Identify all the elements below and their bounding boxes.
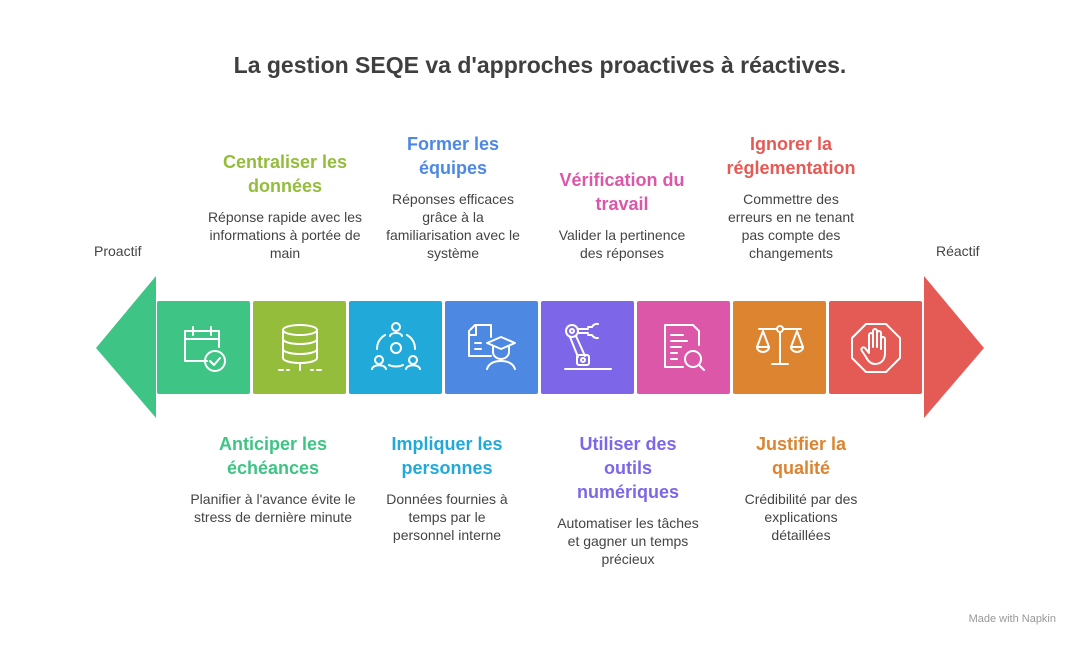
step-7: Justifier la qualité Crédibilité par des… — [716, 432, 886, 544]
step-box-5 — [541, 301, 634, 394]
step-description: Crédibilité par des explications détaill… — [744, 491, 858, 543]
step-3: Impliquer les personnes Données fournies… — [362, 432, 532, 544]
step-4: Former les équipes Réponses efficaces gr… — [368, 132, 538, 262]
step-box-6 — [637, 301, 730, 394]
step-title: Anticiper les échéances — [218, 434, 328, 478]
database-icon — [277, 323, 322, 371]
robot-arm-icon — [563, 322, 612, 370]
step-title: Vérification du travail — [559, 170, 685, 214]
reactive-label: Réactif — [936, 243, 980, 259]
step-title: Former les équipes — [406, 134, 500, 178]
step-box-7 — [733, 301, 826, 394]
step-description: Données fournies à temps par le personne… — [386, 491, 508, 543]
step-5: Utiliser des outils numériques Automatis… — [543, 432, 713, 568]
proactive-label: Proactif — [94, 243, 142, 259]
page-title: La gestion SEQE va d'approches proactive… — [233, 52, 847, 78]
step-description: Commettre des erreurs en ne tenant pas c… — [727, 191, 855, 261]
step-box-1 — [157, 301, 250, 394]
left-arrowhead — [96, 276, 156, 418]
right-arrowhead — [924, 276, 984, 418]
step-6: Vérification du travail Valider la perti… — [537, 168, 707, 262]
step-title: Justifier la qualité — [755, 434, 847, 478]
step-description: Réponses efficaces grâce à la familiaris… — [386, 191, 520, 261]
step-title: Ignorer la réglementation — [726, 134, 856, 178]
calendar-check-icon — [183, 325, 226, 372]
step-title: Utiliser des outils numériques — [576, 434, 680, 502]
step-description: Réponse rapide avec les informations à p… — [207, 209, 363, 261]
step-description: Automatiser les tâches et gagner un temp… — [557, 515, 699, 567]
step-description: Valider la pertinence des réponses — [558, 227, 686, 261]
step-1: Anticiper les échéances Planifier à l'av… — [188, 432, 358, 526]
step-box-4 — [445, 301, 538, 394]
scales-icon — [755, 324, 804, 365]
step-2: Centraliser les données Réponse rapide a… — [200, 150, 370, 262]
step-8: Ignorer la réglementation Commettre des … — [706, 132, 876, 262]
training-icon — [467, 323, 516, 370]
napkin-credit[interactable]: Made with Napkin — [968, 613, 1056, 625]
stop-hand-icon — [850, 322, 901, 373]
step-box-2 — [253, 301, 346, 394]
step-description: Planifier à l'avance évite le stress de … — [190, 491, 356, 525]
step-title: Impliquer les personnes — [391, 434, 503, 478]
step-box-8 — [829, 301, 922, 394]
document-search-icon — [663, 323, 705, 371]
step-box-3 — [349, 301, 442, 394]
step-title: Centraliser les données — [222, 152, 348, 196]
team-gear-icon — [370, 321, 421, 370]
